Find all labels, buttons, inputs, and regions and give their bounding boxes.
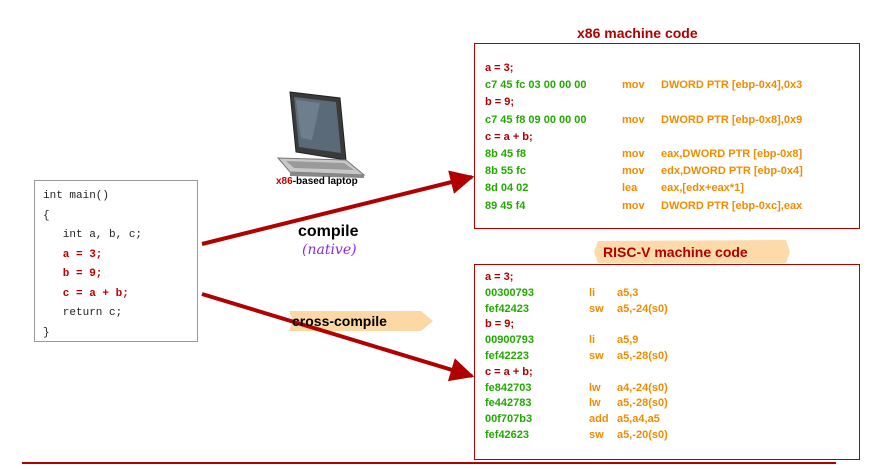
compile-label: compile [298,223,359,240]
riscv-hex: 00300793 [485,286,534,299]
laptop-label-rest: -based laptop [292,176,358,187]
riscv-hex: fef42423 [485,302,530,315]
riscv-operands: a5,-28(s0) [617,350,668,362]
x86-hex: c7 45 fc 03 00 00 00 [485,79,587,92]
x86-opcode: mov [622,148,645,160]
source-code-box: int main() { int a, b, c; a = 3; b = 9; c… [34,180,198,342]
compile-arrow [201,170,475,246]
x86-source-label: b = 9; [485,96,515,109]
x86-hex: 89 45 f4 [485,199,526,212]
riscv-code-box: a = 3; 00300793 li a5,3 fef42423 sw a5,-24(s0)… [474,264,860,460]
riscv-opcode: lw [589,381,601,394]
laptop-label-arch: x86 [276,176,293,187]
riscv-hex: 00900793 [485,334,534,347]
riscv-operands: a5,-28(s0) [617,397,668,410]
x86-hex: c7 45 f8 09 00 00 00 [485,113,587,126]
source-line: c = a + b; [43,287,129,300]
x86-source-label: c = a + b; [485,130,533,143]
riscv-opcode: sw [589,350,604,362]
riscv-title: RISC-V machine code [603,244,748,260]
x86-operands: eax,[edx+eax*1] [661,182,744,195]
riscv-hex: fe842703 [485,381,532,394]
riscv-opcode: sw [589,429,604,441]
x86-title: x86 machine code [577,25,698,41]
riscv-hex: 00f707b3 [485,413,533,426]
x86-opcode: mov [622,113,645,126]
x86-hex: 8b 55 fc [485,165,526,178]
riscv-hex: fef42623 [485,429,530,441]
riscv-source-label: a = 3; [485,271,514,283]
source-line: b = 9; [43,268,103,280]
x86-operands: eax,DWORD PTR [ebp-0x8] [661,148,803,160]
riscv-operands: a5,3 [617,286,639,299]
native-note: (native) [302,242,357,258]
riscv-source-label: c = a + b; [485,365,533,378]
riscv-source-label: b = 9; [485,318,515,331]
laptop-label: x86-based laptop [276,176,358,187]
x86-opcode: mov [622,79,645,92]
cross-compile-label: cross-compile [292,313,387,329]
riscv-title-highlight [594,240,790,263]
riscv-opcode: add [589,413,609,426]
source-line: return c; [43,307,123,319]
cross-compile-highlight [289,311,433,331]
x86-operands: DWORD PTR [ebp-0x8],0x9 [661,113,803,126]
riscv-opcode: lw [589,397,601,410]
riscv-opcode: sw [589,302,604,315]
source-line: a = 3; [43,248,103,261]
riscv-opcode: li [589,286,596,299]
source-line: } [43,326,50,339]
x86-hex: 8d 04 02 [485,182,529,195]
riscv-operands: a5,a4,a5 [617,413,660,426]
x86-operands: DWORD PTR [ebp-0x4],0x3 [661,79,803,92]
x86-opcode: mov [622,199,645,212]
x86-operands: DWORD PTR [ebp-0xc],eax [661,199,803,212]
x86-hex: 8b 45 f8 [485,148,526,160]
source-line: { [43,209,50,222]
cross-compile-arrow [201,292,475,382]
laptop-icon [276,91,366,178]
x86-opcode: lea [622,182,638,195]
x86-operands: edx,DWORD PTR [ebp-0x4] [661,165,803,178]
source-line: int a, b, c; [43,229,143,241]
x86-source-label: a = 3; [485,62,514,74]
source-line: int main() [43,190,110,202]
riscv-operands: a5,9 [617,334,639,347]
riscv-hex: fef42223 [485,350,530,362]
riscv-hex: fe442783 [485,397,532,410]
riscv-operands: a5,-24(s0) [617,302,668,315]
riscv-operands: a4,-24(s0) [617,381,668,394]
riscv-opcode: li [589,334,596,347]
riscv-operands: a5,-20(s0) [617,429,668,441]
x86-opcode: mov [622,165,645,178]
